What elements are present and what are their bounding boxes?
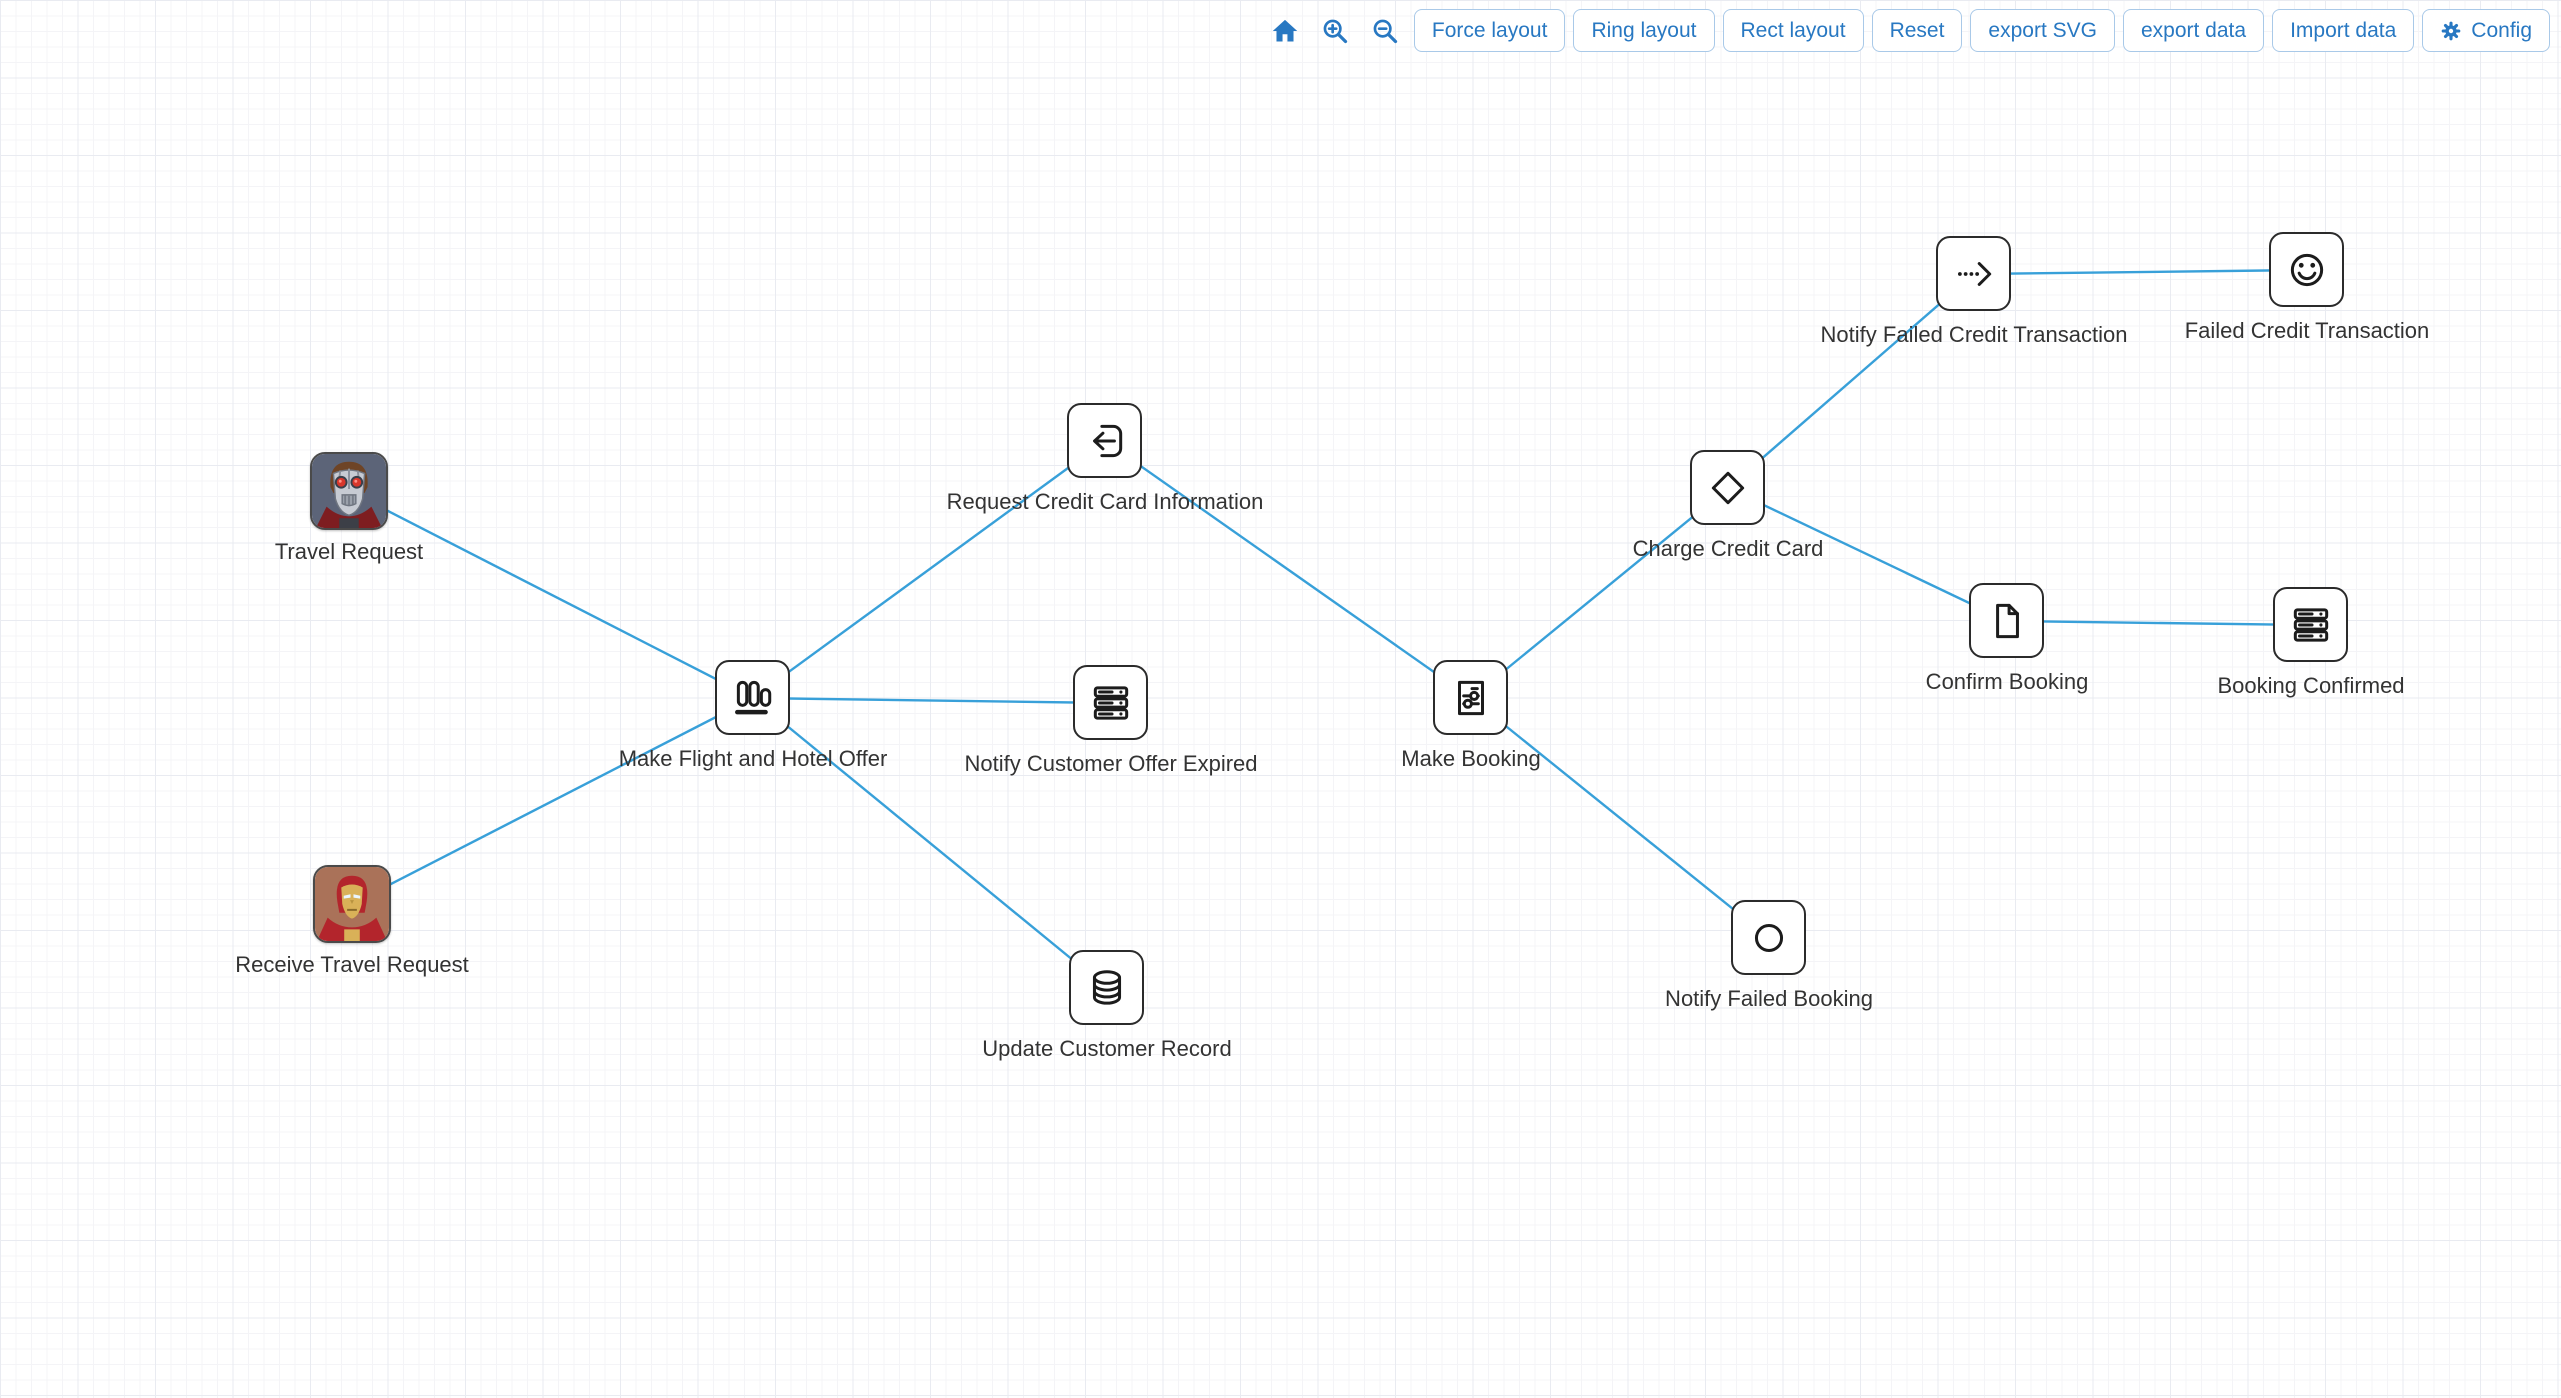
- export-svg-button[interactable]: export SVG: [1970, 9, 2115, 52]
- button-label: Import data: [2290, 18, 2397, 42]
- node-label: Make Booking: [1401, 746, 1541, 771]
- database-icon[interactable]: [1069, 950, 1144, 1025]
- home-icon[interactable]: [1270, 16, 1300, 46]
- iron-man-avatar[interactable]: [313, 865, 391, 943]
- diamond-icon[interactable]: [1690, 450, 1765, 525]
- node-label: Receive Travel Request: [235, 952, 469, 977]
- export-data-button[interactable]: export data: [2122, 9, 2265, 52]
- edge-travel-request-to-make-flight-and-hotel-offer: [348, 489, 754, 700]
- dashed-arrow-icon[interactable]: [1936, 236, 2011, 311]
- edge-confirm-booking-to-booking-confirmed: [2006, 619, 2312, 627]
- node-label: Notify Failed Booking: [1665, 986, 1873, 1011]
- smiley-icon[interactable]: [2269, 232, 2344, 307]
- edge-make-flight-and-hotel-offer-to-notify-customer-offer-expired: [752, 696, 1112, 705]
- config-button[interactable]: Config: [2422, 9, 2550, 52]
- server-icon[interactable]: [1073, 665, 1148, 740]
- offer-bars-icon[interactable]: [715, 660, 790, 735]
- button-label: Config: [2471, 18, 2532, 42]
- reset-button[interactable]: Reset: [1871, 9, 1963, 52]
- edge-notify-failed-credit-transaction-to-failed-credit-transaction: [1973, 268, 2308, 276]
- node-label: Booking Confirmed: [2217, 673, 2405, 698]
- button-label: Rect layout: [1740, 18, 1846, 42]
- node-label: Travel Request: [274, 539, 424, 564]
- edge-make-flight-and-hotel-offer-to-update-customer-record: [752, 697, 1108, 989]
- zoom-out-icon[interactable]: [1370, 16, 1400, 46]
- node-label: Notify Failed Credit Transaction: [1820, 322, 2128, 347]
- node-label: Charge Credit Card: [1632, 536, 1824, 561]
- node-label: Request Credit Card Information: [946, 489, 1264, 514]
- node-label: Update Customer Record: [982, 1036, 1232, 1061]
- zoom-in-icon[interactable]: [1320, 16, 1350, 46]
- edge-make-flight-and-hotel-offer-to-request-credit-card-information: [752, 440, 1106, 699]
- server-icon[interactable]: [2273, 587, 2348, 662]
- button-label: export SVG: [1988, 18, 2097, 42]
- node-label: Confirm Booking: [1925, 669, 2089, 694]
- toolbar: Force layout Ring layout Rect layout Reset e…: [1264, 8, 2550, 53]
- edge-make-booking-to-charge-credit-card: [1470, 487, 1729, 699]
- edge-charge-credit-card-to-confirm-booking: [1727, 486, 2008, 623]
- button-label: Force layout: [1431, 18, 1548, 42]
- sliders-icon[interactable]: [1433, 660, 1508, 735]
- force-layout-button[interactable]: Force layout: [1413, 9, 1566, 52]
- document-icon[interactable]: [1969, 583, 2044, 658]
- import-data-button[interactable]: Import data: [2272, 9, 2415, 52]
- edge-make-booking-to-notify-failed-booking: [1470, 697, 1770, 939]
- edge-receive-travel-request-to-make-flight-and-hotel-offer: [351, 696, 754, 906]
- gear-icon: [2440, 20, 2462, 42]
- edge-request-credit-card-information-to-make-booking: [1104, 440, 1472, 699]
- node-label: Make Flight and Hotel Offer: [618, 746, 888, 771]
- node-label: Failed Credit Transaction: [2184, 318, 2430, 343]
- button-label: export data: [2140, 18, 2247, 42]
- node-label: Notify Customer Offer Expired: [964, 751, 1258, 776]
- star-lord-avatar[interactable]: [310, 452, 388, 530]
- circle-icon[interactable]: [1731, 900, 1806, 975]
- button-label: Reset: [1889, 18, 1945, 42]
- ring-layout-button[interactable]: Ring layout: [1573, 9, 1715, 52]
- sign-in-icon[interactable]: [1067, 403, 1142, 478]
- button-label: Ring layout: [1591, 18, 1697, 42]
- rect-layout-button[interactable]: Rect layout: [1722, 9, 1864, 52]
- edge-charge-credit-card-to-notify-failed-credit-transaction: [1727, 273, 1975, 489]
